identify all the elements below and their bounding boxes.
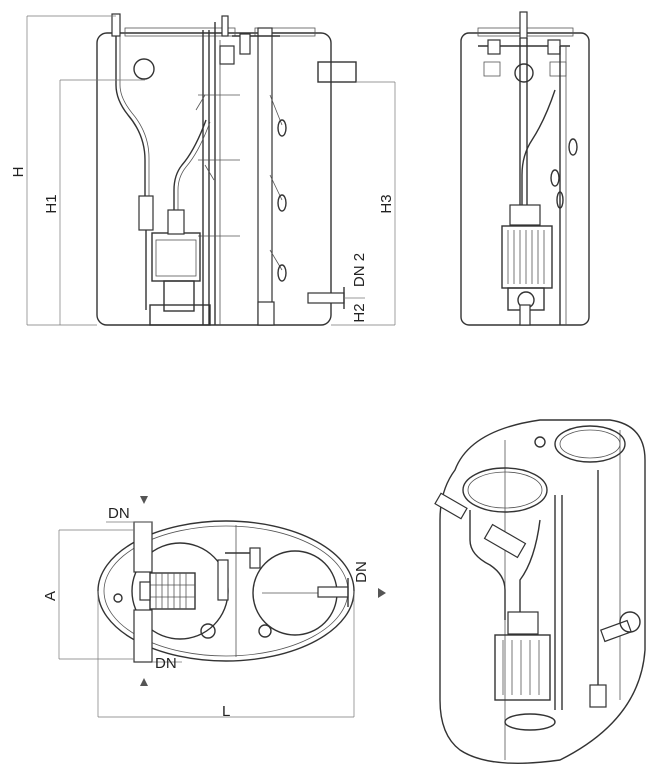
base-plate: [149, 304, 211, 326]
iso-ring-right-inner: [559, 429, 621, 459]
side-port: [514, 63, 534, 83]
iso-hose-left: [469, 510, 506, 620]
side-tank-outline: [460, 32, 590, 326]
arrow-top: [140, 496, 148, 504]
side-fitting-a: [487, 39, 501, 55]
float-1: [269, 94, 283, 126]
hose-pump-inner: [177, 121, 211, 210]
tank-outline: [96, 32, 332, 326]
lid-strip-right: [254, 27, 316, 37]
dn-right-pipe: [317, 586, 349, 598]
side-fitting-b: [547, 39, 561, 55]
label-h1: H1: [43, 194, 60, 213]
side-pump-fins: [507, 230, 545, 284]
pump-panel: [155, 239, 197, 277]
float-3-body: [277, 264, 287, 282]
base-foot-right: [257, 301, 275, 326]
pump-base: [163, 280, 195, 312]
iso-top-fitting: [534, 436, 546, 448]
iso-ring-left-inner: [467, 471, 543, 509]
top-fitting-circle-2: [258, 624, 272, 638]
iso-stub-2: [434, 492, 468, 520]
top-small-fitting: [113, 593, 123, 603]
side-view: [460, 11, 590, 326]
isometric-view: [434, 419, 646, 765]
dn-stub-bottom: [133, 609, 153, 663]
float-1-body: [277, 119, 287, 137]
top-fitting-circle: [200, 623, 216, 639]
top-view: DN DN DN A L: [42, 496, 386, 720]
label-l: L: [222, 703, 230, 720]
iso-hose-pump: [519, 519, 541, 615]
fitting-top-a: [221, 15, 229, 37]
side-top-valve: [519, 11, 528, 39]
label-dn-top: DN: [108, 505, 130, 522]
side-float-2: [550, 169, 560, 187]
arrow-bottom: [140, 678, 148, 686]
side-box-left: [483, 61, 501, 77]
float-2-body: [277, 194, 287, 212]
side-float-3: [556, 191, 564, 209]
top-pump-grid: [150, 573, 195, 609]
label-dn-bottom: DN: [155, 655, 177, 672]
label-h2: H2: [351, 303, 368, 322]
iso-flange: [619, 611, 641, 633]
side-box-right: [549, 61, 567, 77]
iso-stub-1: [483, 523, 527, 559]
iso-ring-left: [462, 467, 548, 513]
side-foot: [519, 304, 531, 326]
side-pump-head: [509, 204, 541, 226]
top-pump: [149, 572, 196, 610]
hose-left-inner: [119, 36, 150, 205]
label-h3: H3: [378, 194, 395, 213]
label-a: A: [42, 591, 59, 601]
lid-strip: [124, 27, 236, 37]
front-view: H H1 H3 H2 DN 2: [10, 13, 396, 326]
outlet-box: [317, 61, 357, 83]
iso-pump: [494, 634, 551, 701]
iso-tank-outline: [439, 419, 646, 765]
arrow-right: [378, 588, 386, 598]
side-hose: [521, 89, 556, 205]
side-float-1: [568, 138, 578, 156]
iso-stub-3: [600, 619, 632, 643]
hose-left: [115, 36, 146, 205]
iso-foot: [589, 684, 607, 708]
side-pump-body: [501, 225, 553, 289]
top-valve: [111, 13, 121, 37]
dn2-pipe: [307, 292, 345, 304]
dn-stub-top: [133, 521, 153, 573]
pump-outlet: [167, 209, 185, 235]
iso-pump-fins: [502, 640, 540, 695]
hose-pump: [173, 119, 207, 210]
float-5: [204, 164, 215, 181]
iso-ring-right: [554, 425, 626, 463]
float-4: [195, 94, 206, 111]
label-dn2: DN 2: [351, 253, 368, 287]
iso-base: [504, 713, 556, 731]
top-pipe-fitting: [249, 547, 261, 569]
fitting-top-c: [239, 33, 251, 55]
top-pump-side: [139, 581, 151, 601]
iso-pump-head: [507, 611, 539, 635]
top-riser: [217, 559, 229, 601]
inspection-port: [133, 58, 155, 80]
label-h: H: [10, 167, 27, 178]
fitting-top-b: [219, 45, 235, 65]
riser-right: [257, 27, 273, 326]
label-dn-right: DN: [353, 561, 370, 583]
hose-valve: [138, 195, 154, 231]
